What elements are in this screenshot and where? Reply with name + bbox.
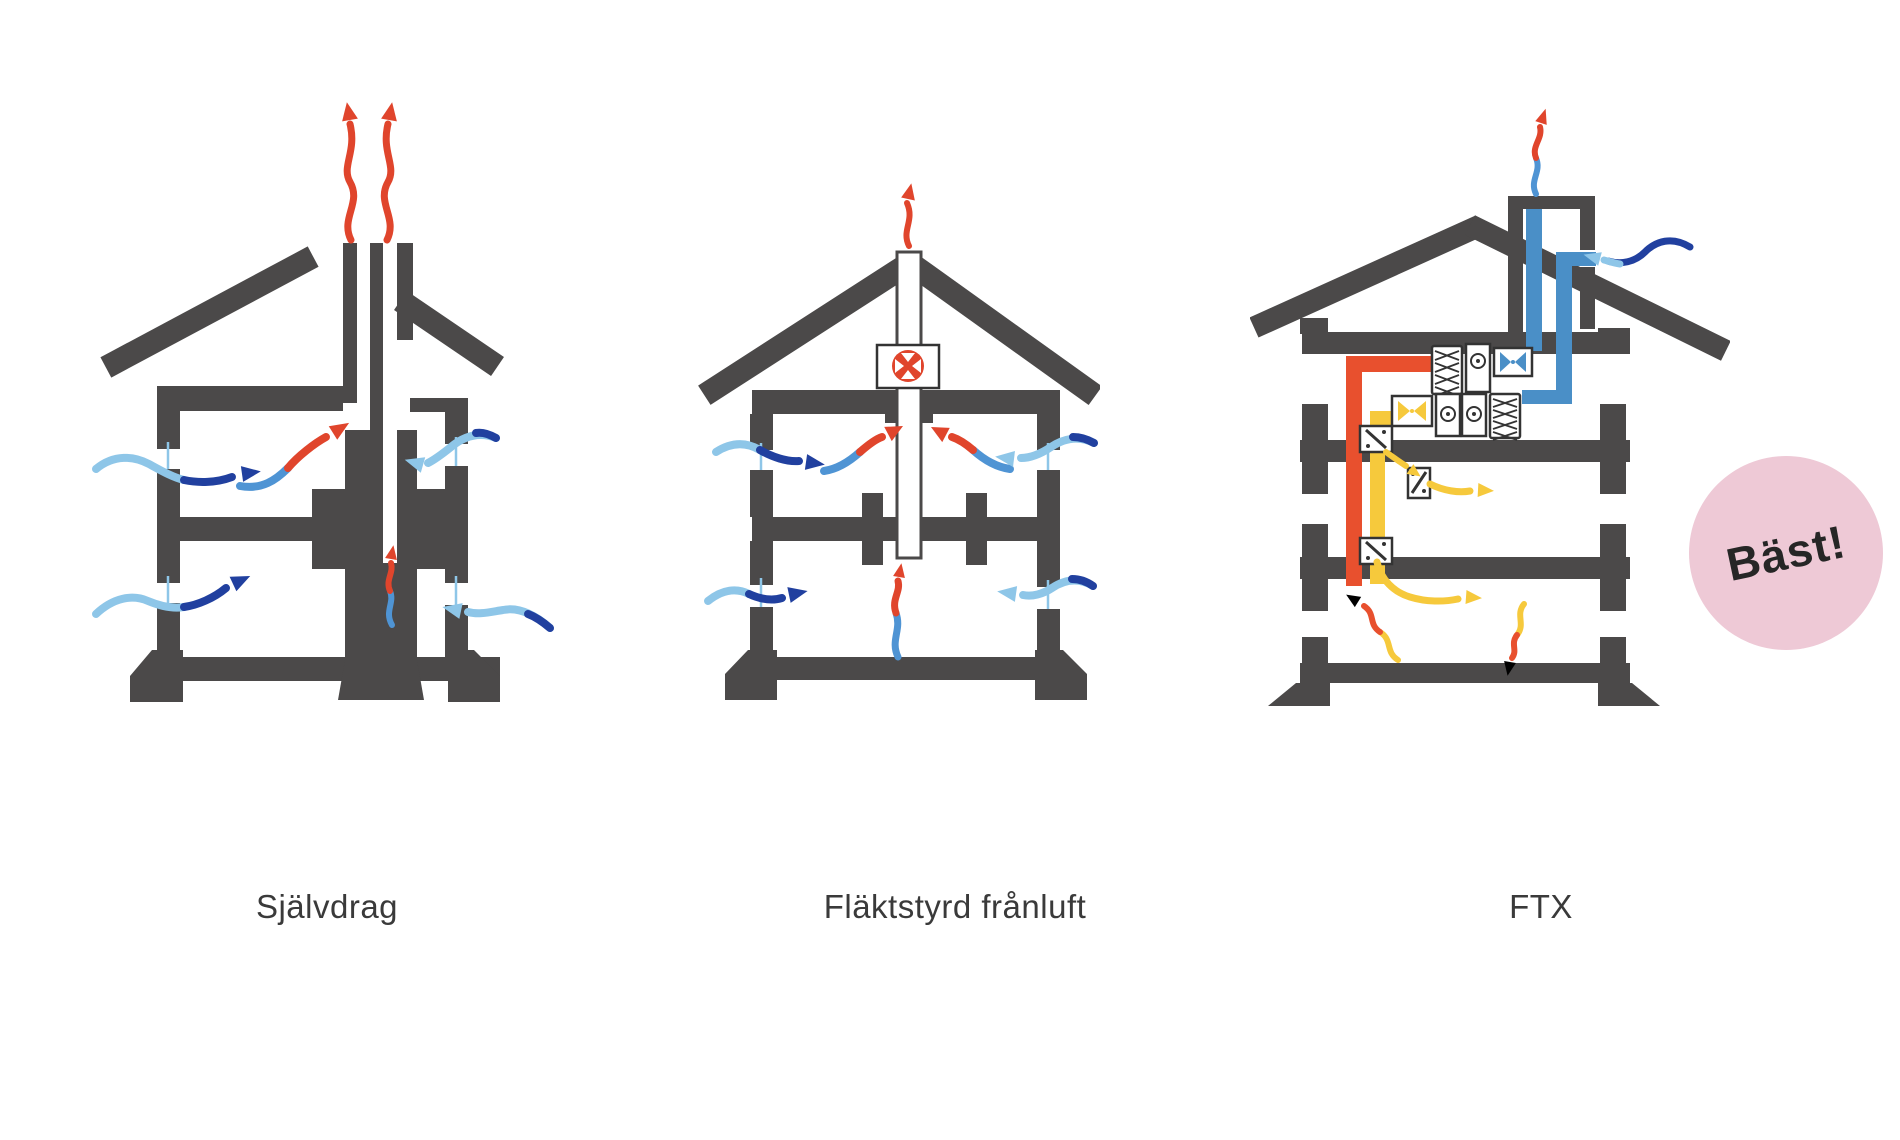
supply-air-arrow-icon [1383, 449, 1494, 497]
damper-icon [1358, 424, 1394, 454]
airflow-arrows [704, 183, 1098, 661]
roof-right-slope [907, 256, 1100, 406]
warm-air-riser-arrow-icon [385, 545, 397, 628]
eave-stub-left [1300, 318, 1328, 334]
roof-exhaust-fan-icon [875, 343, 941, 390]
warm-room-air-arrow-icon [1504, 601, 1527, 676]
heat-exchanger-icon [1488, 392, 1522, 441]
roof-left-slope [698, 257, 910, 405]
best-badge: Bäst! [1689, 456, 1883, 650]
diagram-label-ftx: FTX [1509, 888, 1573, 925]
warm-air-exhaust-arrow-icon [342, 102, 397, 244]
extract-air-arrow-icon [930, 427, 1014, 473]
outdoor-air-inlet-arrow-icon [1583, 237, 1694, 268]
airflow-arrows [1346, 108, 1694, 676]
ceiling-left [157, 386, 343, 411]
warm-air-riser-arrow-icon [891, 563, 905, 661]
mid-floor [752, 493, 1060, 565]
cold-air-inlet-arrow-icon [995, 433, 1098, 467]
house-structure [698, 250, 1100, 700]
foundation [725, 650, 1087, 700]
cold-air-inlet-arrow-icon [92, 453, 261, 486]
right-wall [1037, 414, 1060, 657]
foundation-foot-right [1598, 683, 1660, 706]
roof-left-slope [100, 246, 319, 378]
warm-air-exhaust-arrow-icon [901, 183, 915, 249]
chimney-column [345, 430, 417, 680]
cold-air-inlet-arrow-icon [442, 603, 554, 632]
right-wall [445, 412, 468, 658]
exhaust-duct [895, 250, 923, 560]
damper-icon [1406, 466, 1432, 500]
flue-channel [383, 430, 397, 563]
foundation-foot-left [1268, 683, 1330, 706]
fan-cell-icon [1460, 392, 1488, 438]
foundation [130, 650, 500, 702]
cold-air-inlet-arrow-icon [712, 440, 825, 470]
diagram-label-flaktstyrd-franluft: Fläktstyrd frånluft [823, 888, 1087, 925]
house-structure [100, 243, 504, 702]
duct-flange [885, 413, 897, 423]
right-wall [1600, 404, 1626, 665]
sjalvdrag-house-illustration [92, 102, 554, 702]
heat-exchanger-icon [1430, 344, 1464, 397]
ground-slab [1300, 663, 1630, 683]
flaktstyrd-franluft-house-illustration [698, 183, 1100, 700]
warm-air-to-flue-arrow-icon [236, 422, 350, 491]
ceiling-right [921, 390, 1060, 414]
duct-flange [921, 413, 933, 423]
roof-right-slope [394, 291, 504, 376]
left-wall [1302, 404, 1328, 665]
chimney [1508, 196, 1595, 344]
best-badge-label: Bäst! [1721, 515, 1851, 591]
fan-cell-icon [1434, 392, 1462, 438]
ftx-house-illustration [1250, 108, 1730, 706]
cold-air-inlet-arrow-icon [92, 575, 251, 618]
cold-air-inlet-arrow-icon [404, 428, 500, 473]
house-structure [1250, 196, 1730, 706]
cold-air-inlet-arrow-icon [704, 586, 808, 605]
left-wall [157, 411, 180, 658]
warm-room-air-arrow-icon [1346, 594, 1401, 663]
exhaust-fan-icon [1492, 346, 1534, 378]
extract-air-arrow-icon [820, 426, 904, 475]
warm-air-exhaust-arrow-icon [1530, 108, 1547, 197]
roof-left-slope [1250, 215, 1485, 338]
mid-floor [157, 489, 468, 569]
damper-icon [1358, 536, 1394, 566]
extract-air-pipe [1346, 356, 1432, 586]
fan-cell-icon [1464, 342, 1492, 394]
ceiling-right [410, 398, 468, 412]
ceiling-left [752, 390, 897, 414]
airflow-arrows [92, 102, 554, 632]
supply-air-arrow-icon [1373, 558, 1482, 605]
supply-fan-icon [1390, 394, 1434, 428]
diagram-label-sjalvdrag: Självdrag [255, 888, 399, 925]
heat-recovery-unit [1358, 342, 1534, 566]
cold-air-inlet-arrow-icon [997, 575, 1097, 602]
